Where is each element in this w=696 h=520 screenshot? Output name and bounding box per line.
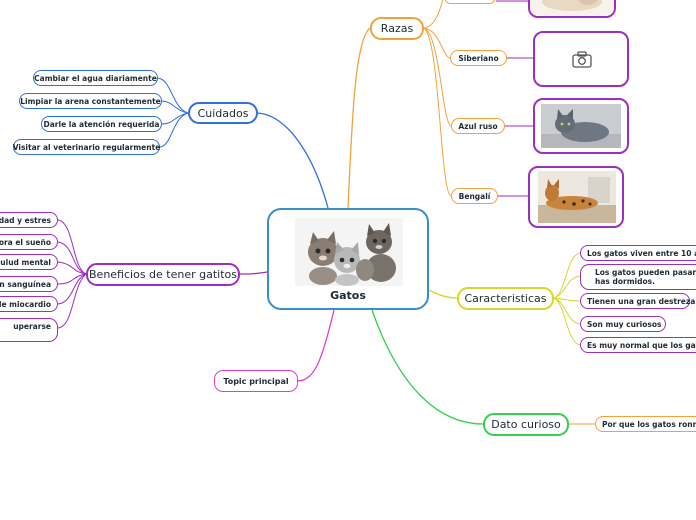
caracteristicas-item[interactable]: Los gatos pueden pasar has dormidos. [580, 264, 696, 290]
cuidados-item[interactable]: Visitar al veterinario regularmente [13, 139, 160, 155]
caracteristicas-item-label: Los gatos pueden pasar has dormidos. [595, 268, 696, 286]
raza-item-azul-ruso[interactable]: Azul ruso [451, 118, 505, 134]
dato-curioso-item[interactable]: Por que los gatos ronron [595, 416, 696, 432]
caracteristicas-item-label: Tienen una gran destreza [587, 296, 696, 306]
beneficios-item-label: uperarse [13, 322, 51, 331]
beneficios-item-label: edad y estres [0, 215, 51, 225]
branch-dato-curioso-label: Dato curioso [491, 418, 561, 431]
kittens-photo [295, 218, 403, 286]
beneficios-item-label: de miocardio [0, 299, 51, 309]
topic-principal-label: Topic principal [223, 376, 289, 386]
cuidados-item[interactable]: Cambiar el agua diariamente [33, 70, 158, 86]
caracteristicas-item-label: Es muy normal que los gatos [587, 340, 696, 350]
branch-razas[interactable]: Razas [370, 17, 424, 40]
beneficios-item[interactable]: jora el sueño [0, 234, 58, 250]
branch-beneficios[interactable]: Beneficios de tener gatitos [86, 263, 240, 286]
cuidados-item-label: Limpiar la arena constantemente [20, 96, 161, 106]
branch-topic-principal[interactable]: Topic principal [214, 370, 298, 392]
raza-item-label: Bengalí [458, 191, 491, 201]
beneficios-item[interactable]: on sanguínea [0, 276, 58, 292]
caracteristicas-item[interactable]: Es muy normal que los gatos [580, 337, 696, 353]
raza-item-top-partial[interactable] [444, 0, 496, 4]
beneficios-item-label: jora el sueño [0, 237, 51, 247]
central-title: Gatos [330, 289, 366, 302]
beneficios-item[interactable]: edad y estres [0, 212, 58, 228]
caracteristicas-item[interactable]: Son muy curiosos [580, 316, 666, 332]
dato-curioso-item-label: Por que los gatos ronron [602, 419, 696, 429]
caracteristicas-item-label: Son muy curiosos [587, 319, 662, 329]
raza-item-label: Azul ruso [458, 121, 498, 131]
caracteristicas-item[interactable]: Los gatos viven entre 10 a 15 [580, 245, 696, 261]
cuidados-item-label: Cambiar el agua diariamente [34, 73, 157, 83]
branch-cuidados[interactable]: Cuidados [188, 102, 258, 124]
cuidados-item[interactable]: Darle la atención requerida [41, 116, 162, 132]
branch-caracteristicas[interactable]: Caracteristicas [457, 287, 554, 310]
raza-image-bengali [528, 166, 624, 228]
raza-item-label: Siberiano [458, 53, 499, 63]
branch-cuidados-label: Cuidados [197, 106, 249, 120]
cuidados-item[interactable]: Limpiar la arena constantemente [19, 93, 162, 109]
cat-photo [530, 0, 614, 16]
branch-dato-curioso[interactable]: Dato curioso [483, 413, 569, 436]
cuidados-item-label: Darle la atención requerida [43, 119, 160, 129]
raza-image-siberiano [533, 31, 629, 87]
camera-icon [572, 51, 592, 68]
caracteristicas-item-label: Los gatos viven entre 10 a 15 [587, 248, 696, 258]
branch-caracteristicas-label: Caracteristicas [464, 292, 547, 305]
branch-razas-label: Razas [380, 22, 414, 35]
beneficios-item[interactable]: de miocardio [0, 296, 58, 312]
gray-cat-photo [541, 104, 621, 148]
beneficios-item[interactable]: uperarse [0, 318, 58, 342]
bengal-cat-photo [538, 171, 616, 223]
raza-item-bengali[interactable]: Bengalí [451, 188, 498, 204]
caracteristicas-item[interactable]: Tienen una gran destreza [580, 293, 695, 309]
central-node-gatos[interactable]: Gatos [267, 208, 429, 310]
cuidados-item-label: Visitar al veterinario regularmente [12, 142, 161, 152]
beneficios-item[interactable]: sulud mental [0, 254, 58, 270]
raza-item-siberiano[interactable]: Siberiano [450, 50, 507, 66]
beneficios-item-label: on sanguínea [0, 279, 51, 289]
branch-beneficios-label: Beneficios de tener gatitos [89, 268, 237, 281]
raza-image-azul-ruso [533, 98, 629, 154]
raza-image-top [528, 0, 616, 18]
beneficios-item-label: sulud mental [0, 257, 51, 267]
